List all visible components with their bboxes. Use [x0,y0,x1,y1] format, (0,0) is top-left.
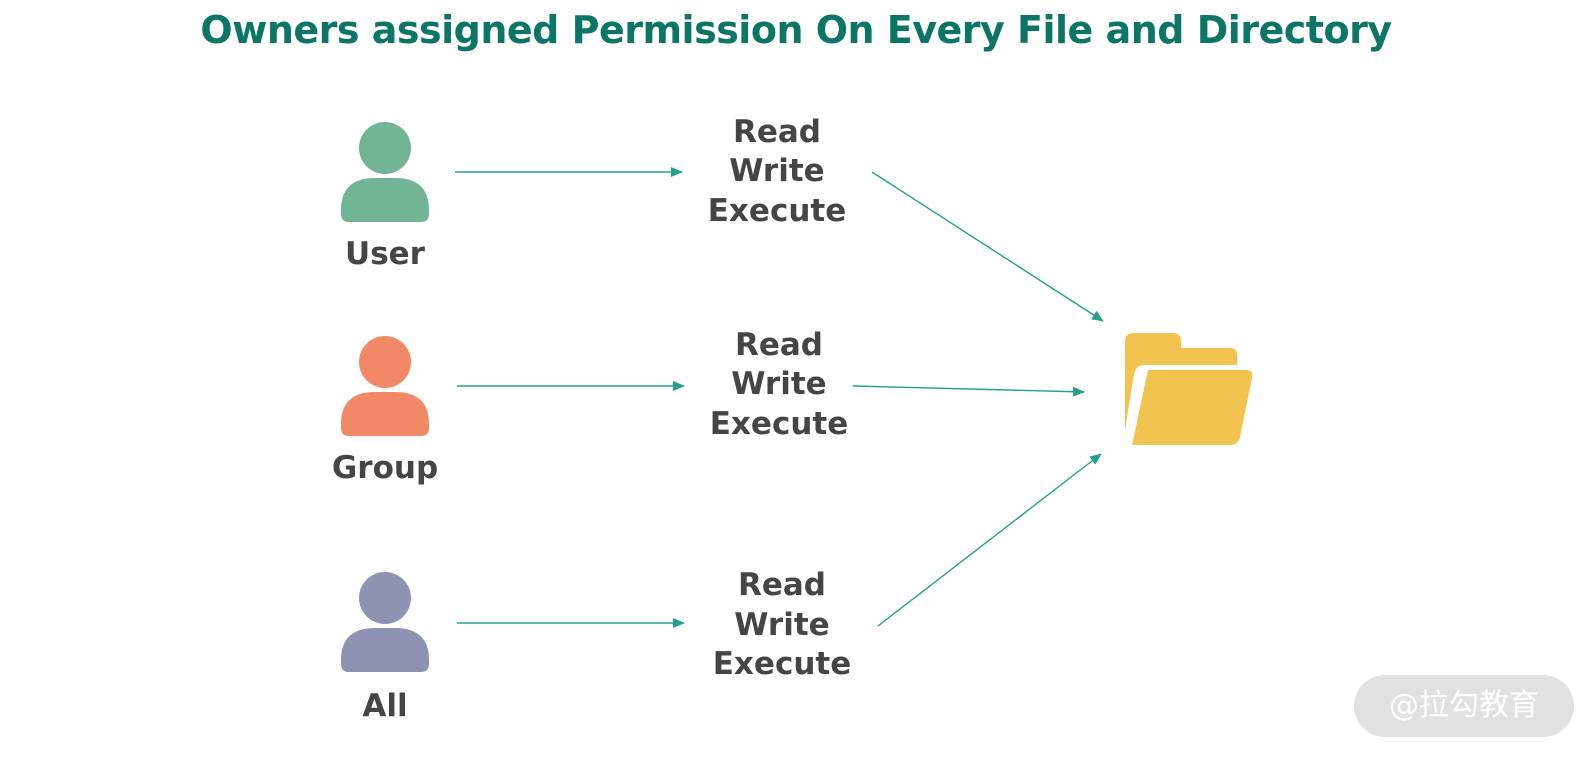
permission-write: Write [731,366,826,402]
owner-user: User [341,122,429,272]
permission-execute: Execute [713,646,852,682]
person-icon [341,122,429,222]
folder-icon [1125,333,1253,445]
permissions-all: Read Write Execute [713,567,852,682]
owner-all: All [341,572,429,724]
permissions-group: Read Write Execute [710,327,849,442]
arrow-all-permissions-to-folder [877,453,1102,627]
arrow-group-permissions-to-folder [852,385,1085,397]
permission-write: Write [734,607,829,643]
owner-label-all: All [362,688,407,724]
permission-write: Write [729,153,824,189]
diagram-title: Owners assigned Permission On Every File… [200,8,1392,52]
owner-group: Group [332,336,438,486]
permission-read: Read [738,567,826,603]
permission-read: Read [733,114,821,150]
owner-label-group: Group [332,450,438,486]
watermark-logo: @拉勾教育 [1354,675,1574,737]
permission-execute: Execute [708,193,847,229]
permission-execute: Execute [710,406,849,442]
permissions-user: Read Write Execute [708,114,847,229]
owner-label-user: User [345,236,426,272]
person-icon [341,572,429,672]
person-icon [341,336,429,436]
arrow-user-permissions-to-folder [871,171,1104,322]
permission-read: Read [735,327,823,363]
